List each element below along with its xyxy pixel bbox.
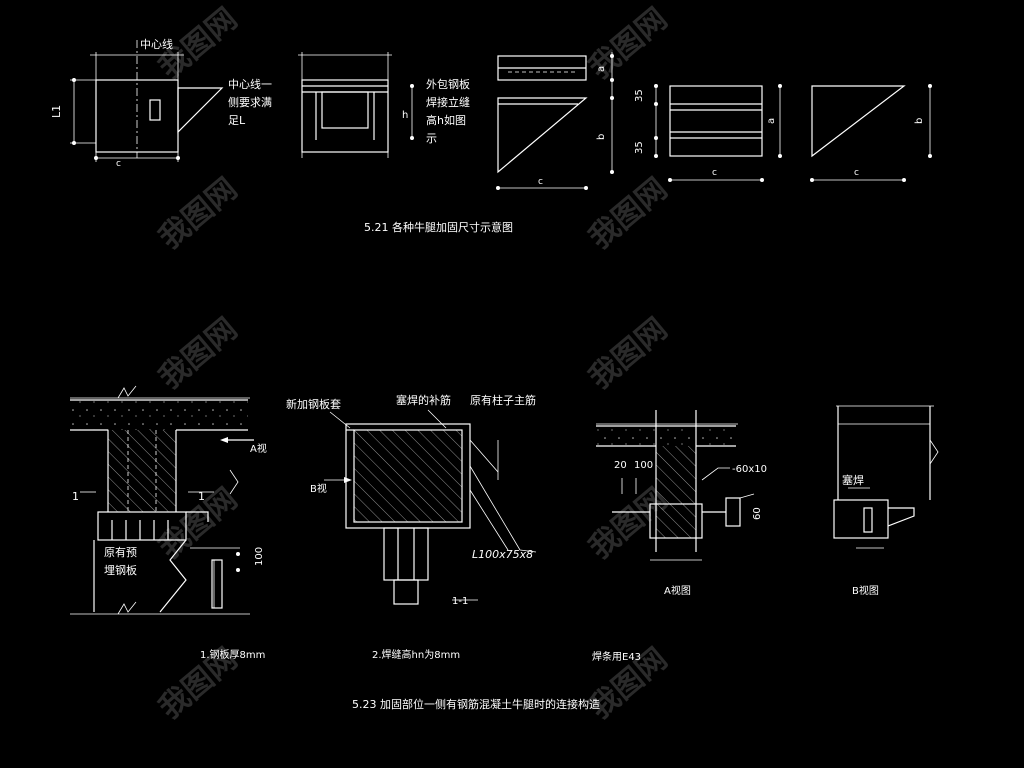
a-dimension: a [596, 66, 607, 72]
figure-caption: 5.21 各种牛腿加固尺寸示意图 [364, 220, 513, 234]
detail-welded-plate [298, 52, 414, 158]
watermark: 我图网 [153, 311, 244, 396]
c-dimension: c [712, 168, 717, 178]
h-dimension: h [402, 110, 408, 121]
watermark: 我图网 [583, 1, 674, 86]
note-line: 高h如图 [426, 113, 466, 127]
watermark: 我图网 [583, 311, 674, 396]
detail-plate-elevation [496, 52, 614, 190]
existing-plate-label: 埋钢板 [104, 563, 137, 577]
view-a-arrow-label: A视 [250, 442, 267, 455]
electrode-note: 焊条用E43 [592, 650, 641, 663]
view-b-label: B视图 [852, 584, 879, 597]
centerline-label: 中心线 [140, 37, 173, 51]
c-dimension: c [538, 177, 543, 187]
view-b-arrow-label: B视 [310, 482, 327, 495]
plug-weld-label: 塞焊 [842, 473, 864, 487]
angle-steel-label: L100x75x8 [472, 548, 533, 561]
l1-dimension: L1 [50, 105, 63, 118]
new-sleeve-label: 新加钢板套 [286, 397, 341, 411]
detail-view-b [833, 405, 939, 549]
dim-100: 100 [254, 547, 265, 566]
section-mark: 1 [198, 490, 205, 503]
existing-plate-label: 原有预 [104, 545, 137, 559]
detail-view-a [596, 410, 755, 561]
section-mark: 1 [72, 490, 79, 503]
note-line: 外包钢板 [426, 77, 470, 91]
note-line: 焊接立缝 [426, 95, 470, 109]
view-a-label: A视图 [664, 584, 691, 597]
dim-20: 20 [614, 460, 627, 471]
b-dimension: b [596, 134, 607, 140]
watermark: 我图网 [153, 171, 244, 256]
note-line: 足L [228, 114, 246, 127]
b-dimension: b [914, 118, 925, 124]
note-weld-height: 2.焊缝高hn为8mm [372, 648, 460, 661]
detail-section-1-1 [324, 409, 537, 605]
flat-bar-label: -60x10 [732, 464, 767, 475]
dim-100: 100 [634, 460, 653, 471]
note-plate-thickness: 1.钢板厚8mm [200, 648, 265, 661]
detail-triangle [810, 84, 932, 182]
plug-weld-bar-label: 塞焊的补筋 [396, 393, 451, 407]
detail-plate-35 [654, 84, 782, 182]
dim-35: 35 [634, 89, 645, 102]
c-dimension: c [116, 159, 121, 169]
figure-5-21: 中心线 L1 c 中心线一 侧要求满 足L h 外包钢板 焊接立缝 高h如图 示 [50, 37, 932, 234]
a-dimension: a [766, 118, 777, 124]
watermark: 我图网 [583, 171, 674, 256]
detail-column-elevation [70, 385, 254, 615]
c-dimension: c [854, 168, 859, 178]
column-bar-label: 原有柱子主筋 [470, 393, 536, 407]
detail-centerline-corbel [70, 40, 224, 162]
note-line: 示 [426, 132, 437, 145]
dim-35: 35 [634, 141, 645, 154]
dim-60: 60 [752, 507, 763, 520]
note-line: 中心线一 [228, 77, 272, 91]
section-1-1-label: 1-1 [452, 596, 468, 607]
figure-caption: 5.23 加固部位一侧有钢筋混凝土牛腿时的连接构造 [352, 697, 600, 711]
figure-5-23: A视 1 1 原有预 埋钢板 100 1.钢板厚8mm 新加钢板套 [70, 385, 939, 711]
watermark-layer: 我图网 我图网 我图网 我图网 我图网 我图网 我图网 我图网 我图网 我图网 [153, 1, 674, 726]
note-line: 侧要求满 [228, 96, 272, 109]
